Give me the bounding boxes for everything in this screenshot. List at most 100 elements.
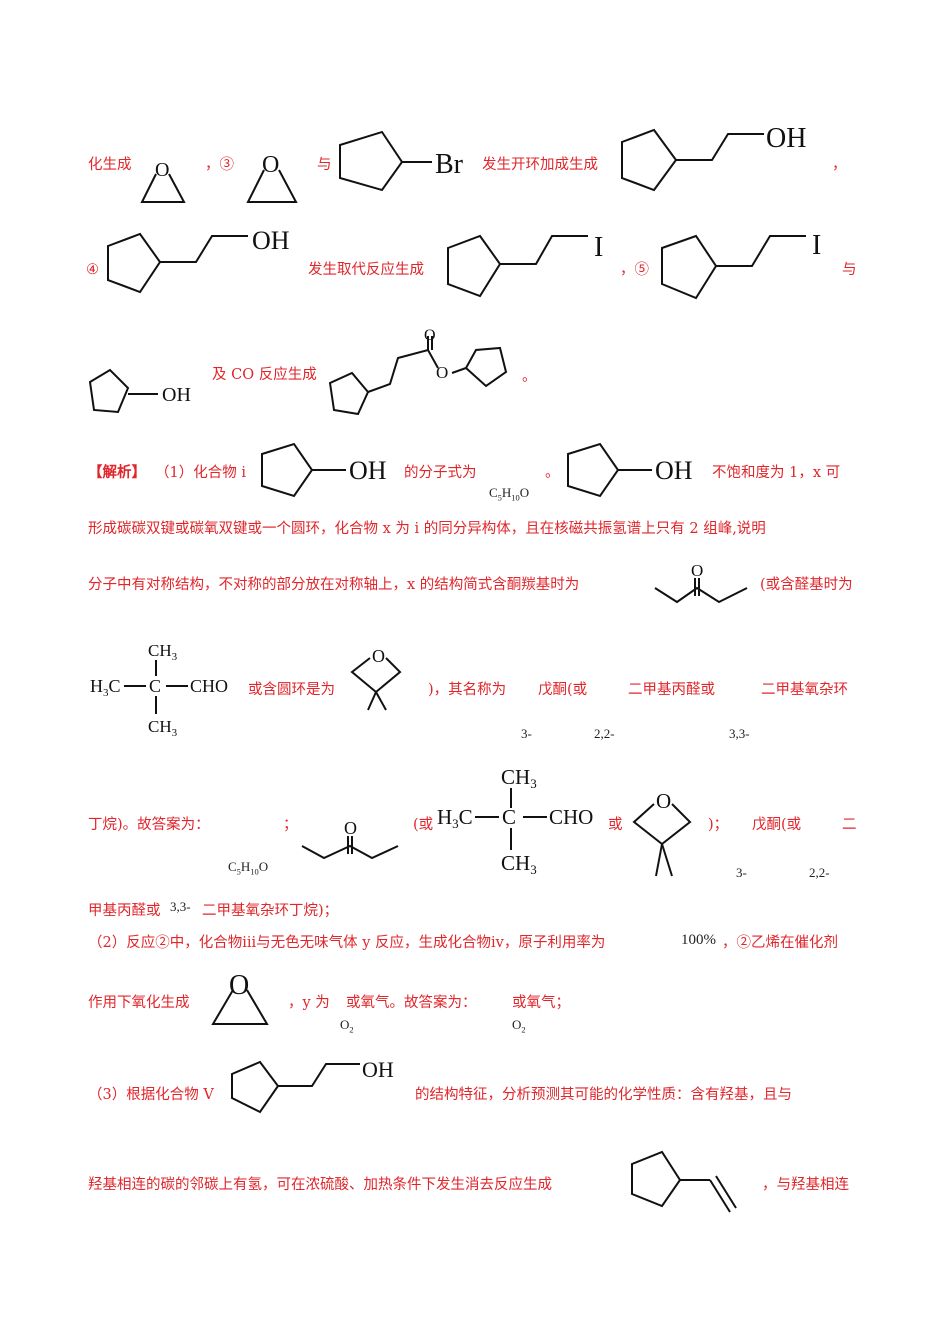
formula-o2-answer: O2 bbox=[512, 1017, 526, 1035]
cyclopentanol-structure-2: OH bbox=[261, 442, 392, 504]
dimethyloxetane-structure: O bbox=[350, 642, 410, 716]
svg-text:O: O bbox=[262, 152, 279, 178]
analysis-p3-b: (或含醛基时为 bbox=[760, 577, 853, 593]
pentanone-structure: O bbox=[654, 558, 755, 614]
svg-text:O: O bbox=[155, 159, 169, 181]
cyclopentanol-structure-3: OH bbox=[567, 442, 698, 504]
svg-text:O: O bbox=[436, 363, 448, 382]
prefix-3: 3- bbox=[521, 726, 532, 741]
svg-text:O: O bbox=[656, 789, 671, 813]
analysis-p5-a: 丁烷)。故答案为： bbox=[88, 817, 210, 833]
svg-text:OH: OH bbox=[655, 456, 693, 485]
svg-text:CH3: CH3 bbox=[501, 765, 537, 791]
svg-text:C: C bbox=[502, 805, 516, 829]
svg-text:OH: OH bbox=[162, 384, 191, 406]
analysis-p6-b: 二甲基氧杂环丁烷)； bbox=[202, 903, 339, 919]
analysis-name2: 二甲基丙醛或 bbox=[628, 682, 715, 698]
svg-text:O: O bbox=[424, 327, 436, 344]
analysis-p5-d: 或 bbox=[608, 817, 623, 833]
text-line1-sep: ，③ bbox=[205, 157, 234, 173]
analysis-name1: 戊酮(或 bbox=[538, 682, 588, 698]
svg-text:CH3: CH3 bbox=[148, 717, 178, 739]
svg-text:CHO: CHO bbox=[549, 805, 593, 829]
svg-text:Br: Br bbox=[435, 149, 464, 180]
analysis-p5-e: )； bbox=[708, 817, 729, 833]
cyclopentyl-bromide-structure: Br bbox=[336, 130, 471, 210]
analysis-p5-c: (或 bbox=[413, 817, 434, 833]
cyclopentylethanol-structure-3: OH bbox=[231, 1057, 412, 1132]
analysis-p1-c: 。 bbox=[545, 465, 560, 481]
epoxide-structure-3: O bbox=[203, 968, 273, 1032]
svg-text:C: C bbox=[149, 676, 161, 696]
dimethyloxetane-structure-answer: O bbox=[630, 784, 700, 884]
svg-text:H3C: H3C bbox=[90, 676, 121, 699]
part2-pct: 100% bbox=[681, 932, 716, 948]
analysis-name3: 二甲基氧杂环 bbox=[761, 682, 848, 698]
part3-d: ，与羟基相连 bbox=[762, 1177, 849, 1193]
text-line2-num: ④ bbox=[86, 262, 99, 278]
part3-c: 羟基相连的碳的邻碳上有氢，可在浓硫酸、加热条件下发生消去反应生成 bbox=[88, 1177, 552, 1193]
svg-text:O: O bbox=[344, 818, 357, 838]
part2-d: ，y 为 bbox=[288, 995, 330, 1011]
text-line1-end: ， bbox=[832, 157, 847, 173]
text-line2-reaction: 发生取代反应生成 bbox=[308, 262, 424, 278]
pentanone-structure-answer: O bbox=[301, 818, 402, 874]
analysis-p1-a: （1）化合物 i bbox=[155, 465, 246, 481]
analysis-tag: 【解析】 bbox=[88, 464, 146, 481]
svg-text:O: O bbox=[372, 646, 385, 666]
text-line3-end: 。 bbox=[522, 369, 537, 385]
analysis-p6: 甲基丙醛或 bbox=[88, 903, 161, 919]
svg-text:H3C: H3C bbox=[437, 805, 473, 831]
part2-f: 或氧气； bbox=[512, 995, 570, 1011]
text-line1-pre: 化生成 bbox=[88, 157, 132, 173]
ester-structure: O O bbox=[328, 327, 528, 424]
svg-text:CH3: CH3 bbox=[501, 851, 537, 877]
cyclopentyl-ethyl-iodide-structure: I bbox=[447, 230, 618, 306]
dimethylpropanal-structure-answer: CH3 H3C C CHO CH3 bbox=[437, 762, 607, 878]
epoxide-structure-2: O bbox=[244, 152, 302, 208]
epoxide-structure: O bbox=[138, 158, 188, 208]
prefix-3-3-answer: 3,3- bbox=[170, 899, 191, 914]
dimethylpropanal-structure: CH3 H3C C CHO CH3 bbox=[90, 638, 240, 742]
formula-o2: O2 bbox=[340, 1017, 354, 1035]
analysis-p2: 形成碳碳双键或碳氧双键或一个圆环，化合物 x 为 i 的同分异构体，且在核磁共振… bbox=[88, 521, 766, 537]
text-line1-reaction: 发生开环加成生成 bbox=[482, 157, 598, 173]
analysis-p5-g: 二 bbox=[842, 817, 857, 833]
analysis-p1-b: 的分子式为 bbox=[404, 465, 477, 481]
svg-text:O: O bbox=[691, 561, 703, 580]
analysis-p5-f: 戊酮(或 bbox=[752, 817, 802, 833]
part2-a: （2）反应②中，化合物iii与无色无味气体 y 反应，生成化合物iv，原子利用率… bbox=[88, 935, 606, 951]
part2-c: 作用下氧化生成 bbox=[88, 995, 190, 1011]
part2-b: ，②乙烯在催化剂 bbox=[722, 935, 838, 951]
analysis-p3-a: 分子中有对称结构，不对称的部分放在对称轴上，x 的结构简式含酮羰基时为 bbox=[88, 577, 580, 593]
analysis-p1-d: 不饱和度为 1，x 可 bbox=[712, 465, 841, 481]
prefix-2-2-answer: 2,2- bbox=[809, 865, 830, 880]
analysis-p4-b: )，其名称为 bbox=[428, 682, 507, 698]
formula-c5h10o-answer: C5H10O bbox=[228, 859, 269, 877]
cyclopentyl-ethyl-iodide-structure-2: I bbox=[660, 228, 830, 308]
text-line3-reaction: 及 CO 反应生成 bbox=[212, 367, 317, 383]
svg-text:OH: OH bbox=[349, 456, 387, 485]
svg-text:O: O bbox=[229, 970, 249, 1001]
vinylcyclopentane-structure bbox=[630, 1150, 750, 1220]
prefix-3-3: 3,3- bbox=[729, 726, 750, 741]
svg-text:OH: OH bbox=[362, 1057, 394, 1082]
svg-text:I: I bbox=[812, 230, 821, 261]
analysis-p4-a: 或含圆环是为 bbox=[248, 682, 335, 698]
svg-text:I: I bbox=[594, 232, 603, 263]
text-line1-with: 与 bbox=[317, 157, 332, 173]
svg-text:OH: OH bbox=[252, 226, 290, 255]
prefix-3-answer: 3- bbox=[736, 865, 747, 880]
cyclopentylethanol-structure: OH bbox=[620, 122, 820, 206]
text-line2-with: 与 bbox=[842, 262, 857, 278]
cyclopentylethanol-structure-2: OH bbox=[107, 226, 298, 306]
formula-c5h10o: C5H10O bbox=[489, 485, 530, 503]
cyclopentanol-structure: OH bbox=[88, 368, 210, 424]
text-line2-sep: ，⑤ bbox=[620, 262, 649, 278]
part3-b: 的结构特征，分析预测其可能的化学性质：含有羟基，且与 bbox=[415, 1087, 792, 1103]
analysis-p5-b: ； bbox=[283, 817, 298, 833]
svg-text:OH: OH bbox=[766, 123, 806, 154]
svg-text:CHO: CHO bbox=[190, 676, 228, 696]
part3-a: （3）根据化合物 V bbox=[88, 1087, 214, 1103]
svg-text:CH3: CH3 bbox=[148, 641, 178, 663]
